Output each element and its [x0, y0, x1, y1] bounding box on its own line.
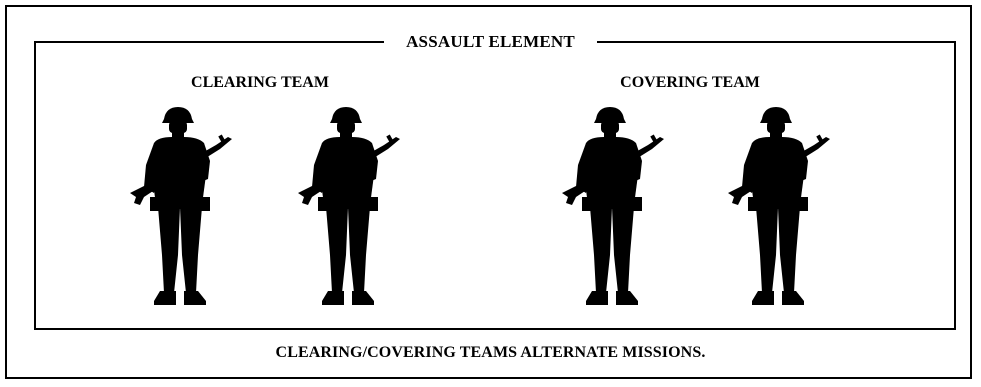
covering-soldier-2-icon — [722, 105, 842, 315]
missions-caption: CLEARING/COVERING TEAMS ALTERNATE MISSIO… — [275, 344, 706, 361]
covering-soldier-1-icon — [556, 105, 676, 315]
clearing-soldier-2-icon — [292, 105, 412, 315]
clearing-soldier-1-icon — [124, 105, 244, 315]
covering-team-label: COVERING TEAM — [620, 74, 760, 91]
clearing-team-label: CLEARING TEAM — [191, 74, 329, 91]
